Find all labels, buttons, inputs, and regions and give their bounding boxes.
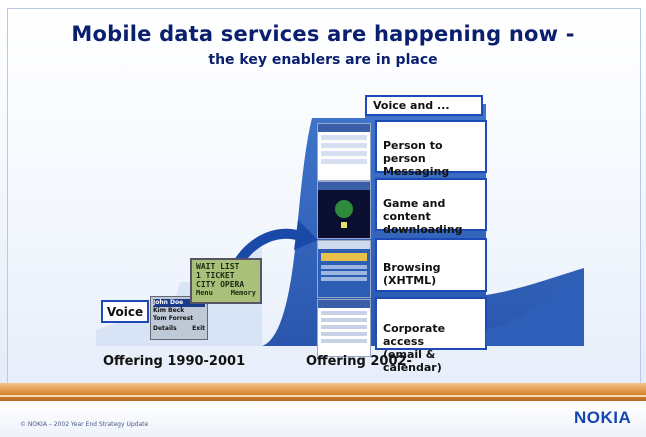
phone-list-item: Kim Beck: [153, 307, 185, 314]
offering-label-left: Offering 1990-2001: [103, 354, 246, 369]
feature-label: Browsing (XHTML): [383, 261, 441, 287]
phone-list-item: John Doe: [153, 299, 205, 307]
lcd-line: WAIT LIST: [196, 262, 240, 271]
feature-box-xhtml: Browsing (XHTML): [375, 238, 487, 292]
lcd-softkey-right: Memory: [230, 289, 256, 297]
mms-screenshot: [317, 123, 371, 181]
footer-band: [0, 383, 646, 401]
lcd-line: 1 TICKET: [196, 271, 235, 280]
slide-subtitle: the key enablers are in place: [208, 52, 438, 68]
footer-divider: [0, 395, 646, 397]
game-screenshot: [317, 181, 371, 239]
lcd-softkey-left: Menu: [196, 289, 213, 297]
slide-title: Mobile data services are happening now -: [71, 22, 575, 46]
footer-area: [0, 401, 646, 437]
phone-list-screen: John Doe Kim Beck Tom Forrest Details Ex…: [150, 296, 208, 340]
feature-box-corporate: Corporate access (email & calendar): [375, 297, 487, 374]
transition-arrow-head: [294, 220, 318, 250]
phone-softkey-right: Exit: [192, 325, 205, 332]
phone-lcd-screen: WAIT LIST 1 TICKET CITY OPERA Menu Memor…: [190, 258, 262, 304]
offering-label-right: Offering 2002-: [306, 354, 412, 369]
browser-screenshot: [317, 240, 371, 298]
phone-list-item: Tom Forrest: [153, 315, 194, 322]
nokia-logo: NOKIA: [574, 408, 632, 427]
phone-softkey-left: Details: [153, 325, 177, 332]
voice-and-box: Voice and ...: [365, 95, 483, 116]
calendar-screenshot: [317, 299, 371, 357]
voice-box: Voice: [101, 300, 149, 323]
copyright-text: © NOKIA – 2002 Year End Strategy Update: [20, 421, 149, 428]
feature-box-java: Game and content downloading (Java): [375, 178, 487, 249]
feature-label: Corporate access (email & calendar): [383, 322, 446, 374]
lcd-line: CITY OPERA: [196, 280, 245, 289]
